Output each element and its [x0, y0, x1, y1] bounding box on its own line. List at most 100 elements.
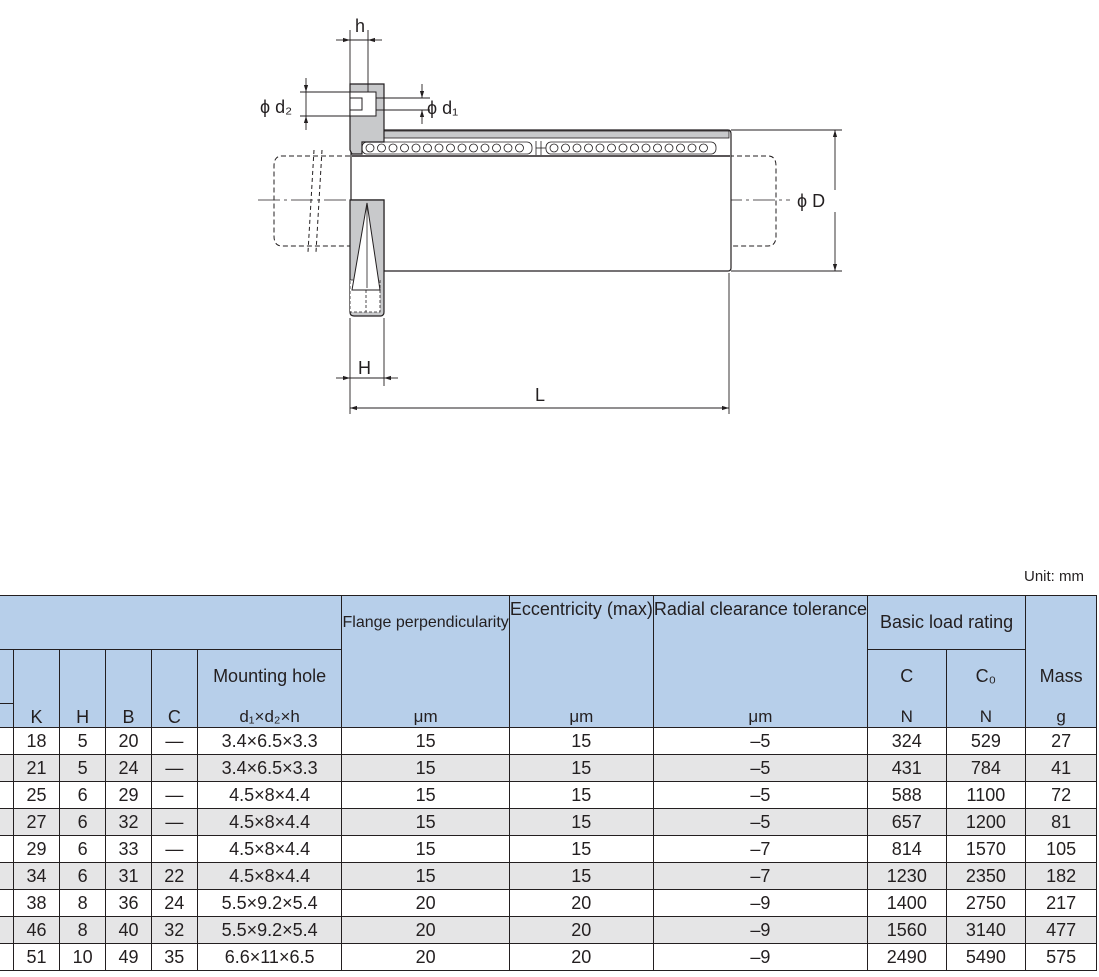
- header-H-top: [59, 648, 107, 703]
- ball: [400, 143, 409, 153]
- table-cell-C: 35: [150, 942, 198, 971]
- table-cell-mass: 27: [1025, 726, 1097, 755]
- ball: [653, 143, 662, 153]
- ball: [572, 143, 582, 153]
- table-cell-hole: 5.5×9.2×5.4: [196, 888, 343, 917]
- table-cell-load-C: 1230: [866, 861, 947, 890]
- ball: [388, 143, 398, 153]
- table-cell-C: —: [150, 807, 198, 836]
- header-C-top: [150, 648, 198, 703]
- header-B: B: [105, 703, 152, 728]
- table-cell-mass: 217: [1025, 888, 1097, 917]
- table-cell-B: 36: [105, 888, 152, 917]
- table-cell-C: —: [150, 834, 198, 863]
- table-cell-H: 6: [59, 807, 107, 836]
- table-cell-radial: –5: [652, 780, 868, 809]
- table-cell-load-C0: 1200: [945, 807, 1027, 836]
- table-cell-H: 8: [59, 915, 107, 944]
- dimension-labels: h ϕ d₂ ϕ d₁ ϕ D H L: [260, 16, 825, 405]
- header-K: K: [12, 703, 61, 728]
- table-cell-H: 6: [59, 861, 107, 890]
- ball: [699, 143, 708, 153]
- header-eccentricity-mid: [508, 649, 654, 703]
- table-cell-ecc: 20: [508, 888, 654, 917]
- table-cell-C: —: [150, 780, 198, 809]
- ball: [687, 143, 697, 153]
- header-load-C0: C₀: [945, 648, 1027, 703]
- header-basic-load-rating: Basic load rating: [866, 595, 1027, 650]
- table-cell-B: 32: [105, 807, 152, 836]
- table-cell-H: 6: [59, 834, 107, 863]
- table-cell-C: 24: [150, 888, 198, 917]
- sleeve-body: [350, 129, 732, 272]
- table-cell-flange: 20: [341, 942, 510, 971]
- table-cell-ecc: 15: [508, 726, 654, 755]
- table-cell-hole: 4.5×8×4.4: [196, 780, 343, 809]
- table-cell-load-C0: 1100: [945, 780, 1027, 809]
- header-flange-perpendicularity: Flange perpendicularity: [341, 595, 510, 649]
- table-cell-lead: [0, 888, 14, 917]
- table-cell-H: 5: [59, 726, 107, 755]
- table-cell-load-C: 431: [866, 753, 947, 782]
- shaft-phantom: [273, 149, 777, 253]
- table-cell-B: 33: [105, 834, 152, 863]
- header-lead-cell: [0, 648, 14, 704]
- ball: [676, 143, 685, 153]
- header-eccentricity-unit: μm: [508, 703, 654, 728]
- header-dimensions-band: [0, 595, 343, 650]
- ball: [469, 143, 478, 153]
- header-mass-top: [1025, 595, 1097, 649]
- table-cell-ecc: 15: [508, 753, 654, 782]
- table-cell-ecc: 15: [508, 807, 654, 836]
- header-K-top: [12, 648, 61, 703]
- ball: [641, 143, 651, 153]
- table-cell-C: —: [150, 753, 198, 782]
- table-cell-radial: –9: [652, 915, 868, 944]
- table-cell-hole: 5.5×9.2×5.4: [196, 915, 343, 944]
- table-cell-K: 34: [12, 861, 61, 890]
- header-H: H: [59, 703, 107, 728]
- table-cell-mass: 575: [1025, 942, 1097, 971]
- table-cell-mass: 81: [1025, 807, 1097, 836]
- dim-label-H: H: [358, 358, 371, 378]
- table-cell-radial: –9: [652, 942, 868, 971]
- table-cell-load-C: 1560: [866, 915, 947, 944]
- ball: [457, 143, 467, 153]
- header-radial-clearance: Radial clearance tolerance: [652, 595, 868, 703]
- ball: [434, 143, 444, 153]
- table-cell-ecc: 15: [508, 861, 654, 890]
- ball: [377, 143, 386, 153]
- table-cell-B: 49: [105, 942, 152, 971]
- table-cell-lead: [0, 915, 14, 944]
- table-cell-flange: 20: [341, 888, 510, 917]
- table-cell-K: 29: [12, 834, 61, 863]
- table-cell-mass: 105: [1025, 834, 1097, 863]
- table-cell-H: 10: [59, 942, 107, 971]
- table-cell-mass: 41: [1025, 753, 1097, 782]
- table-cell-radial: –7: [652, 861, 868, 890]
- table-cell-hole: 3.4×6.5×3.3: [196, 726, 343, 755]
- header-mounting-hole-unit: d₁×d₂×h: [196, 703, 343, 728]
- ball: [630, 143, 639, 153]
- ball: [607, 143, 616, 153]
- header-C: C: [150, 703, 198, 728]
- ball: [446, 143, 455, 153]
- table-cell-lead: [0, 942, 14, 971]
- ball: [365, 143, 375, 153]
- header-radial-unit: μm: [652, 703, 868, 728]
- table-cell-B: 24: [105, 753, 152, 782]
- table-cell-C: 32: [150, 915, 198, 944]
- header-load-C: C: [866, 648, 947, 703]
- table-cell-lead: [0, 726, 14, 755]
- header-mass-unit: g: [1025, 703, 1097, 728]
- table-cell-K: 38: [12, 888, 61, 917]
- table-cell-B: 40: [105, 915, 152, 944]
- table-cell-load-C0: 1570: [945, 834, 1027, 863]
- table-cell-lead: [0, 834, 14, 863]
- table-cell-flange: 15: [341, 834, 510, 863]
